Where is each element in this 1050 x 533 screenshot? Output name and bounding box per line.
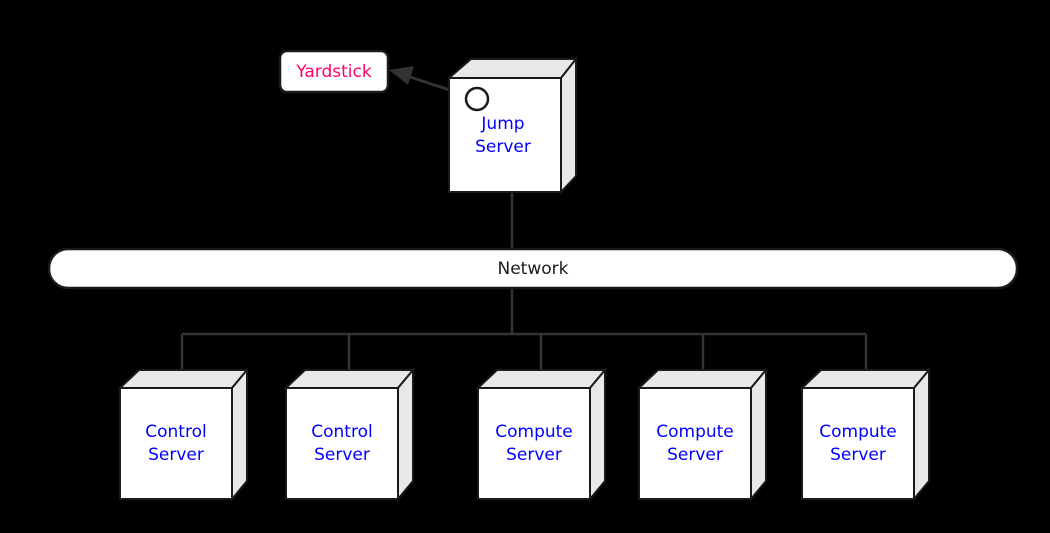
server-3-box-side xyxy=(589,367,606,502)
server-3-label-line1: Compute xyxy=(495,422,573,442)
server-5-box-top xyxy=(799,369,932,389)
server-5-label-line1: Compute xyxy=(819,422,897,442)
arrow-head-icon xyxy=(389,66,414,85)
network-label: Network xyxy=(498,259,569,279)
network-bar xyxy=(47,247,1019,290)
server-4-box-front xyxy=(638,387,752,500)
yardstick-node[interactable]: Yardstick xyxy=(278,49,390,94)
server-1-label-line1: Control xyxy=(145,422,206,442)
jump-server-label-line2: Server xyxy=(475,137,531,157)
server-node-2[interactable]: Control Server xyxy=(283,367,416,502)
server-4-label-line2: Server xyxy=(667,445,723,465)
server-1-box-front xyxy=(119,387,233,500)
server-2-box-side xyxy=(397,367,414,502)
server-3-box-front xyxy=(477,387,591,500)
server-node-3[interactable]: Compute Server xyxy=(475,367,608,502)
server-1-label-line2: Server xyxy=(148,445,204,465)
circle-port-icon xyxy=(464,86,490,112)
server-node-5[interactable]: Compute Server xyxy=(799,367,932,502)
server-4-box-top xyxy=(636,369,769,389)
yardstick-label: Yardstick xyxy=(295,62,372,82)
server-2-box-front xyxy=(285,387,399,500)
server-1-box-side xyxy=(231,367,248,502)
server-4-box-side xyxy=(750,367,767,502)
jump-server-box-top xyxy=(446,58,579,79)
server-5-box-front xyxy=(801,387,915,500)
server-1-box-top xyxy=(117,369,250,389)
jump-server-label-line1: Jump xyxy=(480,114,524,134)
server-4-label-line1: Compute xyxy=(656,422,734,442)
yardstick-box xyxy=(278,49,390,94)
server-3-label-line2: Server xyxy=(506,445,562,465)
jump-server-box-side xyxy=(560,56,577,195)
server-5-label-line2: Server xyxy=(830,445,886,465)
server-3-box-top xyxy=(475,369,608,389)
server-node-1[interactable]: Control Server xyxy=(117,367,250,502)
jump-server-node[interactable]: Jump Server xyxy=(446,56,579,195)
server-2-box-top xyxy=(283,369,416,389)
server-2-label-line2: Server xyxy=(314,445,370,465)
server-5-box-side xyxy=(913,367,930,502)
connector-layer xyxy=(180,192,868,372)
server-node-4[interactable]: Compute Server xyxy=(636,367,769,502)
server-2-label-line1: Control xyxy=(311,422,372,442)
network-node[interactable]: Network xyxy=(47,247,1019,290)
